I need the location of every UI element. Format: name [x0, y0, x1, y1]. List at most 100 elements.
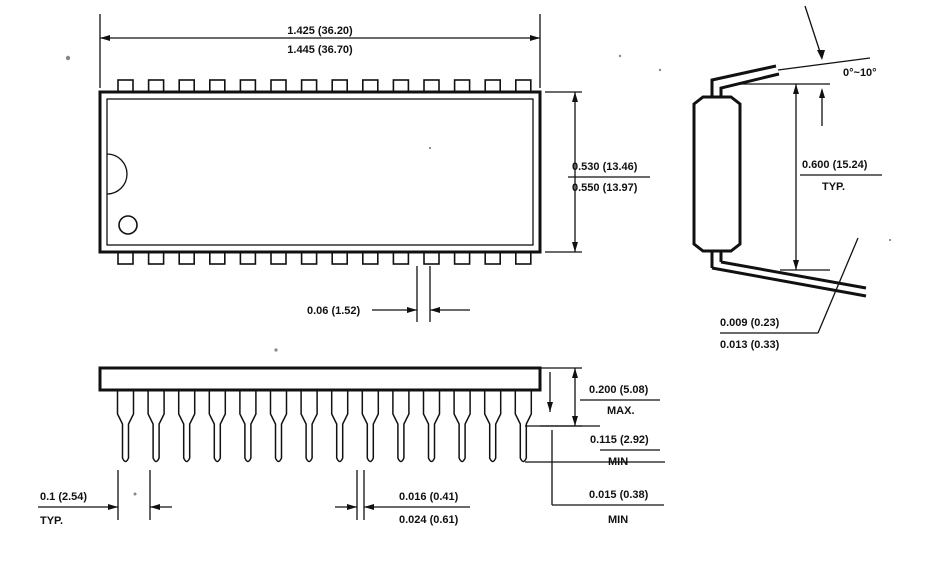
leadwidth-arrow-left [347, 504, 357, 510]
angle-leader [804, 5, 823, 59]
lead-length-note: MIN [608, 456, 628, 468]
speck [133, 492, 137, 496]
side-lead [147, 390, 165, 463]
bottom-pin [239, 251, 257, 265]
lead-left-tail [711, 266, 867, 298]
side-view: 0.200 (5.08) MAX. 0.115 (2.92) MIN 0.015… [38, 366, 665, 527]
pin1-notch [106, 153, 128, 195]
speck [888, 238, 892, 242]
bottom-pin [361, 251, 379, 265]
top-pin [300, 79, 318, 93]
row-spacing-label: 0.600 (15.24) [802, 159, 868, 171]
pinwidth-arrow-left [407, 307, 417, 313]
top-pin [514, 79, 532, 93]
side-lead [361, 390, 380, 463]
top-pin [331, 79, 349, 93]
bottom-pin [147, 251, 165, 265]
length-max-label: 1.445 (36.70) [287, 44, 353, 56]
lead-thickness-min-label: 0.009 (0.23) [720, 317, 780, 329]
speck [274, 348, 278, 352]
top-pins-lower [117, 251, 532, 265]
side-lead [116, 390, 135, 463]
top-pin [117, 79, 134, 93]
side-leads [116, 390, 533, 463]
pinwidth-arrow-right [430, 307, 440, 313]
row-spacing-note: TYP. [822, 181, 845, 193]
bottom-pin [209, 251, 226, 265]
width-min-label: 0.530 (13.46) [572, 161, 638, 173]
pin-width-label: 0.06 (1.52) [307, 305, 361, 317]
lead-length-label: 0.115 (2.92) [590, 434, 649, 446]
thickness-leader [817, 237, 859, 334]
side-lead [330, 390, 349, 463]
bottom-pin [178, 251, 195, 265]
bottom-pin [300, 251, 318, 265]
standoff-note: MIN [608, 514, 628, 526]
rowspacing-arrow-top [793, 84, 799, 94]
length-min-label: 1.425 (36.20) [287, 25, 353, 37]
length-arrow-left [100, 35, 110, 41]
bottom-pin [453, 251, 471, 265]
top-pin [392, 79, 410, 93]
width-arrow-bottom [572, 242, 578, 252]
speck [65, 55, 71, 61]
side-body [98, 366, 542, 392]
side-lead [300, 390, 318, 463]
pitch-label: 0.1 (2.54) [40, 491, 87, 503]
lead-thickness-max-label: 0.013 (0.33) [720, 339, 780, 351]
angle-label: 0°~10° [843, 67, 877, 79]
bottom-pin [423, 251, 440, 265]
rowspacing-arrow-bottom [793, 260, 799, 270]
side-lead [422, 390, 441, 463]
top-pin [484, 79, 502, 93]
height-arrow-bottom [572, 416, 578, 426]
side-lead [177, 390, 196, 463]
height-label: 0.200 (5.08) [589, 384, 649, 396]
length-arrow-right [530, 35, 540, 41]
top-pin [361, 79, 379, 93]
package-body-outer [98, 90, 542, 254]
pin1-dot [118, 215, 138, 235]
top-pin [209, 79, 226, 93]
bottom-pin [117, 251, 134, 265]
bottom-pin [392, 251, 410, 265]
pitch-arrow-left [108, 504, 118, 510]
end-view: 0°~10° 0.600 (15.24) TYP. 0.009 (0.23) 0… [692, 5, 882, 351]
angle-arrow [817, 50, 825, 60]
pitch-arrow-right [150, 504, 160, 510]
width-arrow-top [572, 92, 578, 102]
side-lead [453, 390, 471, 463]
top-pins-upper [117, 79, 532, 93]
speck [618, 54, 622, 58]
speck [428, 146, 432, 150]
rowspacing-tick-arrow [819, 88, 825, 98]
width-max-label: 0.550 (13.97) [572, 182, 638, 194]
bottom-pin [514, 251, 532, 265]
standoff-label: 0.015 (0.38) [589, 489, 649, 501]
height-note: MAX. [607, 405, 635, 417]
lead-width-max-label: 0.024 (0.61) [399, 514, 459, 526]
lead-right-tail [720, 260, 867, 290]
side-lead [269, 390, 288, 463]
lead-left-upper [710, 64, 777, 97]
standoff-tick-arrow [547, 402, 553, 412]
height-arrow-top [572, 368, 578, 378]
leadwidth-arrow-right [364, 504, 374, 510]
side-lead [208, 390, 227, 463]
bottom-pin [270, 251, 287, 265]
scan-specks [65, 54, 892, 496]
top-view: 1.425 (36.20) 1.445 (36.70) 0.530 (13.46… [98, 14, 650, 322]
package-body-inner [106, 98, 534, 246]
speck [658, 68, 662, 72]
top-pin [178, 79, 195, 93]
lead-width-min-label: 0.016 (0.41) [399, 491, 459, 503]
side-lead [483, 390, 502, 463]
top-pin [453, 79, 471, 93]
top-pin [239, 79, 257, 93]
end-body [692, 95, 742, 253]
angle-ref-line [777, 57, 871, 71]
side-lead [392, 390, 410, 463]
side-lead [239, 390, 257, 463]
